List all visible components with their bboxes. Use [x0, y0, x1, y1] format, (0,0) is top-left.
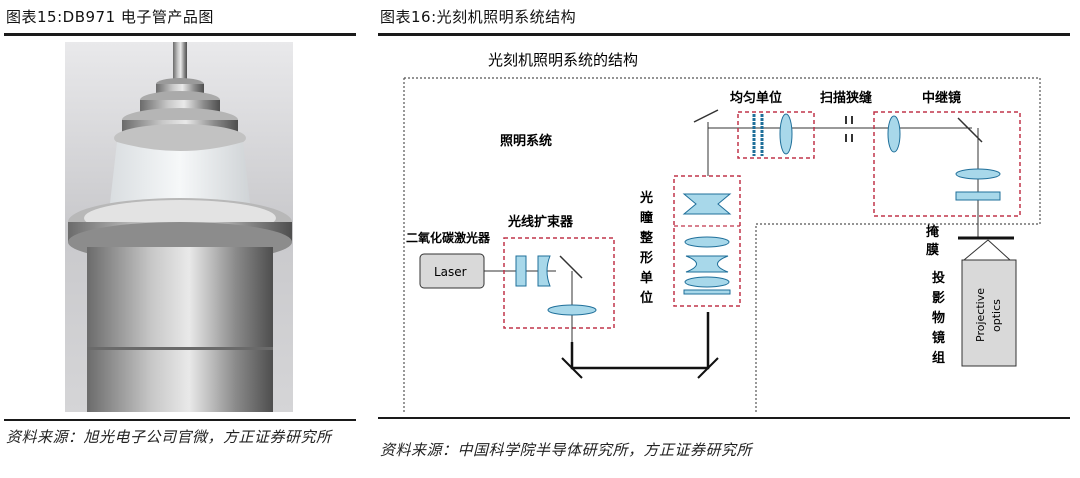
beam-routing — [570, 312, 710, 370]
expander-lens-2 — [537, 255, 551, 287]
left-title-rule — [4, 33, 356, 36]
routing-mirror-2 — [697, 357, 719, 379]
proj-ray-1 — [963, 239, 989, 261]
diagram-heading: 光刻机照明系统的结构 — [488, 51, 638, 69]
left-figure-title: 图表15:DB971 电子管产品图 — [6, 8, 214, 26]
projective-optics-label-2: optics — [990, 299, 1003, 332]
expander-mirror — [559, 255, 583, 279]
pupil-plate — [683, 289, 731, 295]
pupil-prism — [682, 193, 732, 215]
routing-mirror-1 — [561, 357, 583, 379]
system-outline — [404, 77, 1041, 414]
right-figure-source: 资料来源：中国科学院半导体研究所，方正证券研究所 — [380, 441, 753, 459]
beam-expander-box — [503, 237, 615, 329]
expander-lens-1 — [515, 255, 527, 287]
right-figure-title: 图表16:光刻机照明系统结构 — [380, 8, 577, 26]
expander-lens-3 — [547, 304, 597, 316]
mask-label: 掩膜 — [926, 224, 940, 258]
proj-ray-2 — [987, 239, 1011, 261]
label-scan-slit: 扫描狭缝 — [820, 90, 872, 106]
right-bottom-rule — [378, 417, 1070, 419]
relay-lens-2 — [955, 168, 1001, 180]
label-projection-lens-vertical: 投影物镜组 — [932, 270, 945, 366]
electron-tube-illustration — [65, 42, 293, 412]
projective-optics-label-1: Projective — [974, 288, 987, 342]
label-beam-expander: 光线扩束器 — [507, 214, 574, 230]
left-bottom-rule — [4, 419, 356, 421]
label-mask-vertical: 掩膜 — [926, 224, 940, 258]
relay-lens-box — [873, 111, 1021, 217]
label-illumination-system: 照明系统 — [500, 133, 552, 149]
label-homogenizer: 均匀单位 — [730, 90, 782, 106]
pupil-lens-1 — [684, 236, 730, 248]
left-figure-source: 资料来源：旭光电子公司官微，方正证券研究所 — [6, 428, 332, 446]
fold-mirror — [693, 109, 719, 123]
electron-tube-photo — [65, 42, 293, 412]
label-co2-laser: 二氧化碳激光器 — [406, 230, 491, 245]
projective-optics-box — [961, 259, 1017, 367]
homogenizer-lens — [779, 113, 793, 155]
right-title-rule — [378, 33, 1070, 36]
relay-plate — [955, 191, 1001, 201]
laser-box-label: Laser — [434, 265, 467, 279]
pupil-lens-3 — [684, 276, 730, 288]
label-pupil-shaping-vertical: 光瞳整形单位 — [639, 190, 654, 306]
label-relay-lens: 中继镜 — [922, 90, 961, 106]
pupil-shaping-label: 光瞳整形单位 — [639, 190, 654, 306]
homogenizer-box — [737, 111, 815, 159]
illumination-system-diagram: 光刻机照明系统的结构 照明系统 二氧化碳激光器 光线扩束器 均匀单位 扫描狭缝 … — [378, 42, 1068, 414]
projection-lens-label: 投影物镜组 — [932, 270, 945, 366]
relay-lens-1 — [887, 115, 901, 153]
pupil-lens-2 — [685, 255, 729, 273]
